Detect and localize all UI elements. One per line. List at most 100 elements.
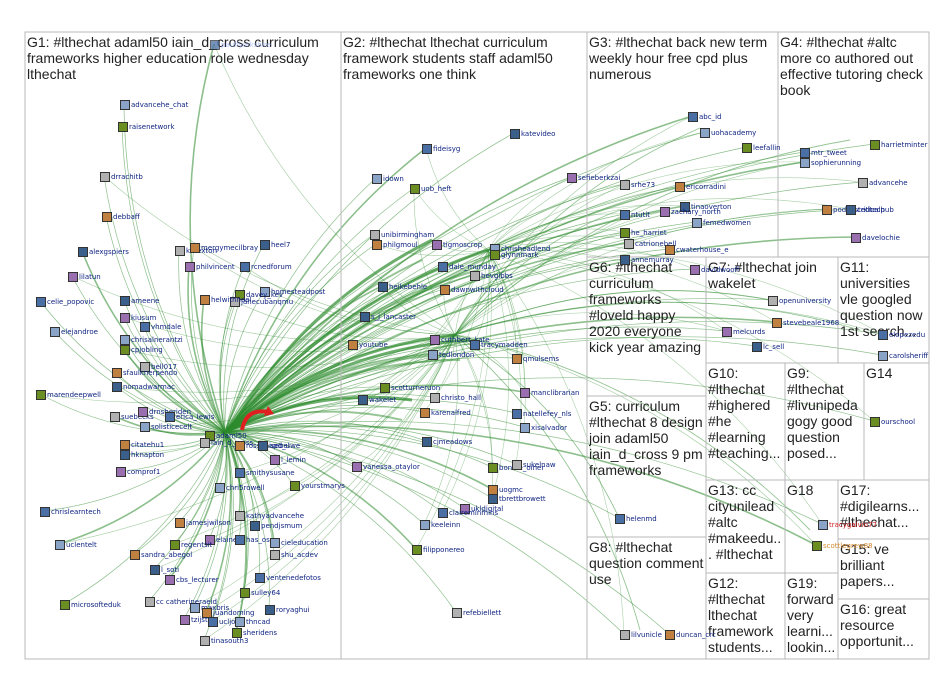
- node-christo-hall[interactable]: christo_hall: [430, 393, 481, 403]
- node-marendeepwell[interactable]: marendeepwell: [36, 390, 101, 400]
- node-tedlondon[interactable]: tedlondon: [428, 350, 474, 360]
- node-mergymecilbray[interactable]: mergymecilbray: [190, 243, 258, 253]
- node-femedwomen[interactable]: femedwomen: [692, 218, 751, 228]
- node-dawnwithcloud[interactable]: dawnwithcloud: [440, 285, 504, 295]
- node-vanessa-otaylor[interactable]: vanessa_otaylor: [352, 462, 420, 472]
- node-carolsheriff[interactable]: carolsheriff: [878, 351, 928, 361]
- node-sukelnaw[interactable]: sukelnaw: [512, 460, 556, 470]
- node-regentsit[interactable]: regentsit: [170, 540, 212, 550]
- node-tbrettbrowett[interactable]: tbrettbrowett: [488, 494, 546, 504]
- node-idown[interactable]: idown: [372, 174, 404, 184]
- node-duncan-crc[interactable]: duncan_crc: [665, 630, 716, 640]
- node-leefallin[interactable]: leefallin: [742, 143, 781, 153]
- node-wakelet[interactable]: wakelet: [358, 395, 396, 405]
- node-ucljo[interactable]: ucljo: [208, 617, 235, 627]
- node-sulley64[interactable]: sulley64: [240, 588, 280, 598]
- node-helwithnoel[interactable]: helwithnoel: [200, 295, 252, 305]
- node-davelochie[interactable]: davelochie: [851, 233, 900, 243]
- node-karenalfred[interactable]: karenalfred: [420, 408, 471, 418]
- node-sfaulknerpendo[interactable]: sfaulknerpendo: [112, 368, 177, 378]
- node-annemurray[interactable]: annemurray: [620, 255, 674, 265]
- node-jamesjwilson[interactable]: jamesjwilson: [175, 518, 231, 528]
- node-yourstmarys[interactable]: yourstmarys: [290, 481, 345, 491]
- node-advancehe-chat[interactable]: advancehe_chat: [120, 100, 188, 110]
- node-chrisalnerantzi[interactable]: chrisalnerantzi: [120, 335, 183, 345]
- node-thncad[interactable]: thncad: [235, 617, 270, 627]
- node-alexgspiers[interactable]: alexgspiers: [78, 247, 129, 257]
- node-ntutit[interactable]: ntutit: [620, 210, 650, 220]
- node-philgmoul[interactable]: philgmoul: [372, 240, 418, 250]
- node-fideisyg[interactable]: fideisyg: [422, 144, 460, 154]
- node-filipponereo[interactable]: filipponereo: [412, 545, 465, 555]
- node-hknapton[interactable]: hknapton: [120, 450, 164, 460]
- node-natellefey-nls[interactable]: natellefey_nls: [512, 409, 571, 419]
- node-davidwooff[interactable]: davidwooff: [690, 265, 739, 275]
- node-shu-acdev[interactable]: shu_acdev: [270, 550, 318, 560]
- node-pendjsmum[interactable]: pendjsmum: [250, 521, 302, 531]
- node-cieleducation[interactable]: cieleducation: [270, 538, 328, 548]
- node-srhe73[interactable]: srhe73: [620, 180, 655, 190]
- node-youtube[interactable]: youtube: [348, 340, 388, 350]
- node-comprof1[interactable]: comprof1: [116, 467, 160, 477]
- node-heel7[interactable]: heel7: [260, 240, 290, 250]
- node-sefieberkzai[interactable]: sefieberkzai: [567, 173, 620, 183]
- node-cpjobling[interactable]: cpjobling: [120, 345, 163, 355]
- node-elopezedu[interactable]: elopezedu: [878, 330, 925, 340]
- node-cc-catherineraeid[interactable]: cc catherineraeid: [145, 597, 217, 607]
- node-tigmoscrop[interactable]: tigmoscrop: [432, 240, 482, 250]
- node-apd-uwe[interactable]: apd_uwe: [258, 441, 300, 451]
- node-katevideo[interactable]: katevideo: [510, 129, 555, 139]
- node-elejandroe[interactable]: elejandroe: [50, 327, 98, 337]
- node-unibirmingham[interactable]: unibirmingham: [370, 230, 434, 240]
- node-lilvunicle[interactable]: lilvunicle: [620, 630, 662, 640]
- node-ericorradini[interactable]: ericorradini: [675, 182, 726, 192]
- node-manclibrarian[interactable]: manclibrarian: [520, 388, 579, 398]
- node-citatehu1[interactable]: citatehu1: [120, 440, 164, 450]
- node-sophierunning[interactable]: sophierunning: [800, 158, 861, 168]
- node-sandra-abegol[interactable]: sandra_abegol: [130, 550, 192, 560]
- node-keeleinn[interactable]: keeleinn: [420, 520, 461, 530]
- node-vhmdale[interactable]: vhmdale: [140, 322, 181, 332]
- node-bevgibbs[interactable]: bevgibbs: [470, 271, 513, 281]
- node-cbs-lecturer[interactable]: cbs_lecturer: [165, 575, 219, 585]
- node-i-lemin[interactable]: i_lemin: [270, 455, 306, 465]
- node-paulfyorkshire[interactable]: paulfyorkshire: [210, 40, 271, 50]
- node-harrietminter[interactable]: harrietminter: [870, 140, 927, 150]
- node-l-soti[interactable]: l_soti: [150, 565, 179, 575]
- node-lc-sell[interactable]: lc_sell: [752, 342, 784, 352]
- node-openuniversity[interactable]: openuniversity: [768, 296, 831, 306]
- node-criticalpub[interactable]: criticalpub: [846, 205, 894, 215]
- node-microsofteduk[interactable]: microsofteduk: [60, 600, 121, 610]
- node-erica-lewis[interactable]: erica_lewis: [165, 412, 214, 422]
- node-stevebeale1968[interactable]: stevebeale1968: [772, 318, 839, 328]
- node-he-harriet[interactable]: he_harriet: [620, 228, 667, 238]
- node-scotturneruon[interactable]: scotturneruon: [380, 383, 440, 393]
- node-ameene[interactable]: ameene: [120, 296, 159, 306]
- node-cwaterhouse-e[interactable]: cwaterhouse_e: [665, 245, 729, 255]
- node-xisalvador[interactable]: xisalvador: [520, 423, 567, 433]
- node-celie-popovic[interactable]: celie_popovic: [36, 297, 94, 307]
- node-solisticecelt[interactable]: solisticecelt: [140, 422, 192, 432]
- node-qmulsems[interactable]: qmulsems: [512, 354, 559, 364]
- node-heikebehle[interactable]: heikebehle: [378, 282, 427, 292]
- node-uohacademy[interactable]: uohacademy: [700, 128, 756, 138]
- node-claireminmins[interactable]: claireminmins: [438, 508, 498, 518]
- node-uclentelt[interactable]: uclentelt: [55, 540, 97, 550]
- node-advancehe[interactable]: advancehe: [858, 178, 908, 188]
- node-chri5rowell[interactable]: chri5rowell: [215, 483, 265, 493]
- node-tracygalvin77[interactable]: tracygalvin77: [818, 520, 877, 530]
- node-uob-heft[interactable]: uob_heft: [410, 184, 452, 194]
- node-scottlegrew88[interactable]: scottlegrew88: [812, 541, 873, 551]
- node-lilatun[interactable]: lilatun: [68, 272, 101, 282]
- node-philvincent[interactable]: philvincent: [185, 262, 235, 272]
- node-roryaghui[interactable]: roryaghui: [265, 605, 310, 615]
- node-glynnmark[interactable]: glynnmark: [490, 250, 538, 260]
- node-smithysusane[interactable]: smithysusane: [235, 468, 295, 478]
- node-drrachitb[interactable]: drrachitb: [100, 172, 143, 182]
- node-ourschool[interactable]: ourschool: [870, 417, 915, 427]
- node-s-j-lancaster[interactable]: s_j_lancaster: [360, 312, 416, 322]
- node-melcurds[interactable]: melcurds: [722, 327, 765, 337]
- node-nomadwarmac[interactable]: nomadwarmac: [112, 382, 175, 392]
- node-kathyadvancehe[interactable]: kathyadvancehe: [235, 511, 304, 521]
- node-debbaff[interactable]: debbaff: [102, 212, 140, 222]
